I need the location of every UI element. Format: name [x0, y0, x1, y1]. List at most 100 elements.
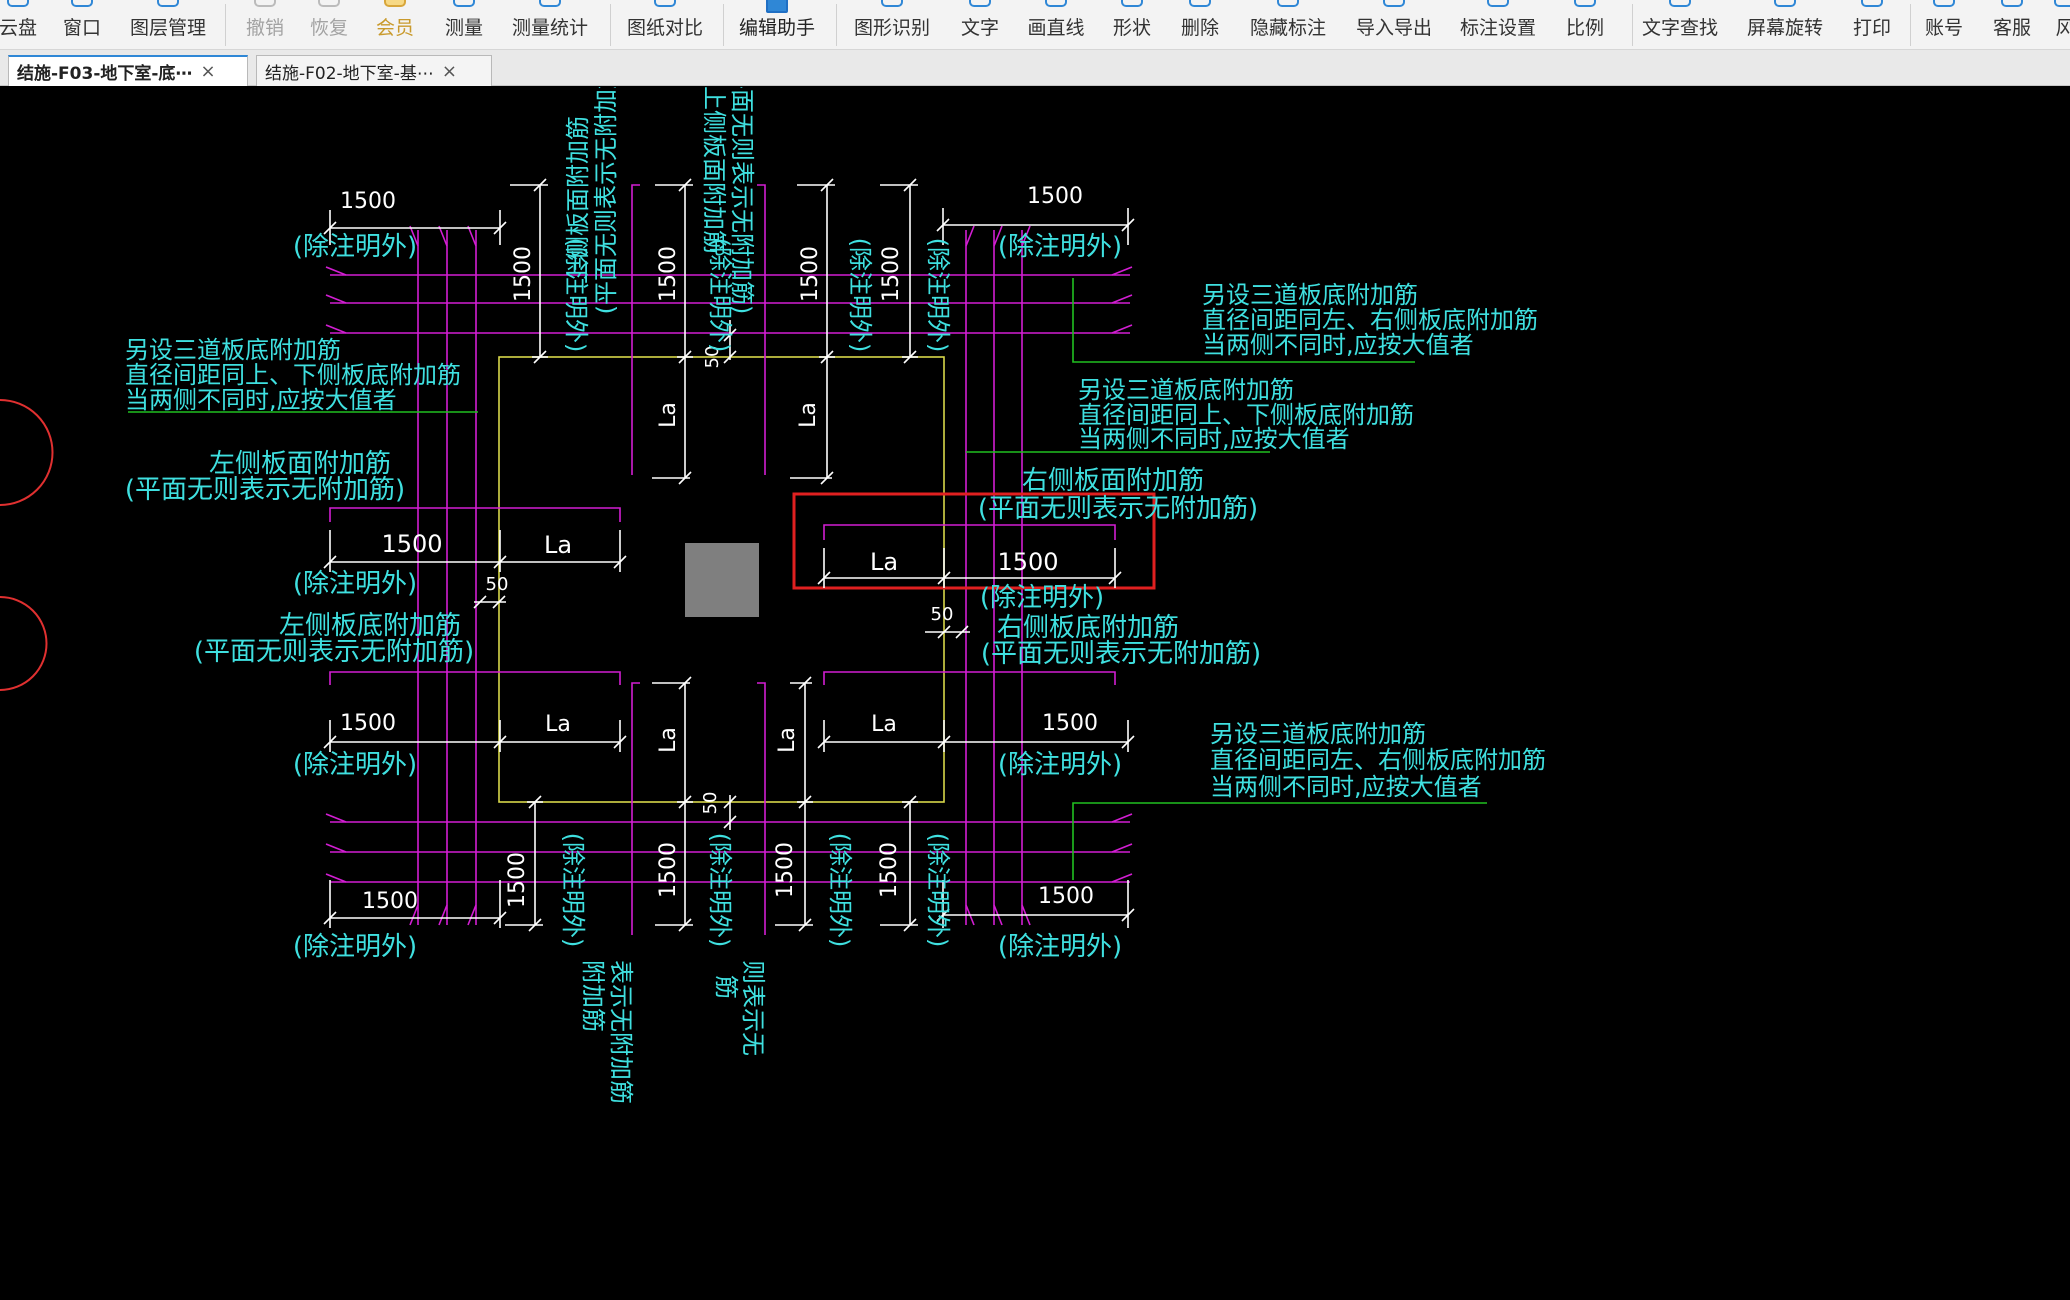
bar-hook: [325, 843, 347, 853]
dim-tick: [493, 555, 507, 569]
toolbar-button-label: 云盘: [0, 17, 38, 39]
top-face-extra-label: 上侧板面附加筋: [564, 116, 592, 284]
dim-tick: [937, 571, 951, 585]
undo-button[interactable]: 撤销: [243, 0, 287, 50]
scale-button[interactable]: 比例: [1563, 0, 1607, 50]
dim-text-la: La: [656, 727, 681, 753]
dim-tick: [798, 676, 812, 690]
dim-tick: [678, 676, 692, 690]
close-icon[interactable]: ×: [200, 61, 216, 82]
cloud-button[interactable]: 云盘: [0, 0, 38, 50]
line-button[interactable]: 画直线: [1025, 0, 1087, 50]
hide-icon: [1277, 0, 1299, 7]
layers-button[interactable]: 图层管理: [128, 0, 208, 50]
note-except-label: (除注明外): [293, 932, 417, 962]
toolbar-button-label: 文字: [960, 17, 999, 39]
toolbar-button-label: 窗口: [62, 17, 101, 39]
dim-tick: [723, 795, 737, 809]
dim-tick: [533, 350, 547, 364]
service-icon: [2001, 0, 2023, 7]
toolbar-button-label: 图层管理: [129, 17, 206, 39]
stats-icon: [539, 0, 561, 7]
shape-button[interactable]: 形状: [1110, 0, 1154, 50]
print-button[interactable]: 打印: [1850, 0, 1894, 50]
vip-icon: [384, 0, 406, 7]
dim-tick: [323, 911, 337, 925]
dim-text-1500: 1500: [1027, 184, 1083, 209]
dim-tick: [903, 178, 917, 192]
account-button[interactable]: 账号: [1922, 0, 1966, 50]
compare-button[interactable]: 图纸对比: [625, 0, 705, 50]
toolbar-separator: [1632, 4, 1633, 46]
more-icon: [2054, 0, 2070, 7]
tab-drawing-f02[interactable]: 结施-F02-地下室-基⋯ ×: [256, 55, 492, 86]
note-except-label: (除注明外): [562, 238, 590, 353]
text-button[interactable]: 文字: [958, 0, 1002, 50]
vip-button[interactable]: 会员: [373, 0, 417, 50]
redo-icon: [318, 0, 340, 7]
dim-text-la: La: [796, 402, 821, 428]
delete-button[interactable]: 删除: [1178, 0, 1222, 50]
bar-hook: [409, 904, 419, 926]
note-text: 另设三道板底附加筋: [1202, 281, 1418, 309]
compare-icon: [654, 0, 676, 7]
dim-tick: [936, 908, 950, 922]
bar-hook: [325, 813, 347, 823]
note-text: 直径间距同左、右侧板底附加筋: [1210, 746, 1546, 774]
leader-line: [1072, 278, 1415, 363]
dim-tick: [817, 571, 831, 585]
rotate-button[interactable]: 屏幕旋转: [1745, 0, 1825, 50]
import-export-button[interactable]: 导入导出: [1354, 0, 1434, 50]
dim-text-1500: 1500: [656, 842, 681, 898]
toolbar-button-label: 编辑助手: [738, 17, 815, 39]
dim-text-la: La: [775, 727, 800, 753]
toolbar-button-label: 风: [2055, 17, 2070, 39]
mark-settings-button[interactable]: 标注设置: [1458, 0, 1538, 50]
right-bottom-extra-label: (平面无则表示无附加筋): [981, 639, 1261, 669]
leader-line: [1072, 802, 1487, 880]
note-except-label: (除注明外): [846, 238, 874, 353]
dim-tick: [903, 795, 917, 809]
edit-icon: [766, 0, 788, 13]
dim-text-1500: 1500: [511, 246, 536, 302]
account-icon: [1933, 0, 1955, 7]
bar-hook: [325, 266, 347, 276]
shape-recog-button[interactable]: 图形识别: [852, 0, 932, 50]
dim-text-1500: 1500: [773, 842, 798, 898]
dim-text-1500: 1500: [798, 246, 823, 302]
toolbar-button-label: 会员: [375, 17, 414, 39]
toolbar-separator: [723, 4, 724, 46]
face-bar-top-left: [631, 184, 640, 475]
redo-button[interactable]: 恢复: [307, 0, 351, 50]
text-search-button[interactable]: 文字查找: [1640, 0, 1720, 50]
dim-text-la: La: [545, 712, 571, 737]
dim-text-1500: 1500: [997, 548, 1058, 576]
note-except-label: (除注明外): [293, 232, 417, 262]
hide-marks-button[interactable]: 隐藏标注: [1248, 0, 1328, 50]
measure-stats-button[interactable]: 测量统计: [510, 0, 590, 50]
dim-tick: [528, 795, 542, 809]
face-bar-top-right: [757, 184, 766, 475]
measure-button[interactable]: 测量: [442, 0, 486, 50]
service-button[interactable]: 客服: [1990, 0, 2034, 50]
right-face-extra-label: (平面无则表示无附加筋): [978, 494, 1258, 524]
bottom-vertical-label: 附加筋: [579, 960, 607, 1032]
grid-bubble: [0, 399, 54, 506]
window-button[interactable]: 窗口: [60, 0, 104, 50]
more-button[interactable]: 风: [2054, 0, 2070, 50]
note-text: 另设三道板底附加筋: [1210, 720, 1426, 748]
left-bottom-extra-label: 左侧板底附加筋: [279, 611, 461, 641]
toolbar-button-label: 图形识别: [853, 17, 930, 39]
tab-drawing-f03[interactable]: 结施-F03-地下室-底⋯ ×: [8, 55, 248, 86]
dim-tick: [798, 918, 812, 932]
note-text: 当两侧不同时,应按大值者: [1210, 773, 1482, 801]
right-face-extra-label: 右侧板面附加筋: [1022, 466, 1204, 496]
close-icon[interactable]: ×: [441, 60, 457, 82]
bar-hook: [409, 225, 419, 247]
dim-tick: [678, 178, 692, 192]
dim-tick: [1121, 735, 1135, 749]
edit-helper-button[interactable]: 编辑助手: [737, 0, 817, 50]
toolbar-button-label: 账号: [1924, 17, 1963, 39]
